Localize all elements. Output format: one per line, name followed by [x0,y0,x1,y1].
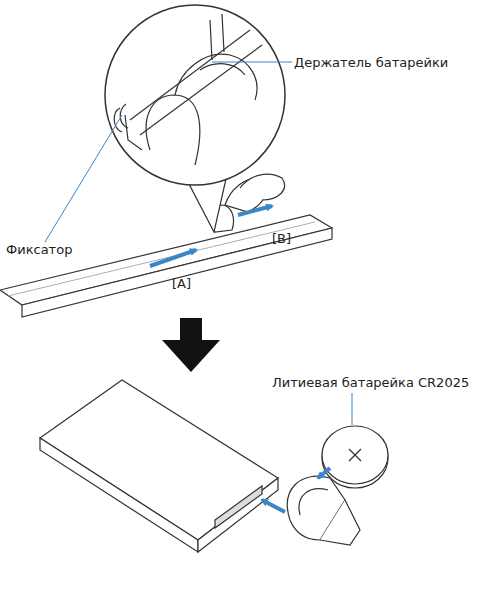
insert-arrow [262,468,330,512]
remote-top [0,215,332,317]
part-label: Держатель батарейки [294,55,448,70]
part-label: Фиксатор [6,242,72,257]
part-label: Литиевая батарейка CR2025 [272,375,469,390]
step-label: [B] [272,231,291,246]
battery [322,426,388,488]
step-label: [A] [172,276,191,291]
step-arrow [162,318,220,372]
motion-arrow [150,206,272,266]
remote-bottom [40,380,278,552]
leader-line [45,62,352,425]
magnified-view [105,5,285,185]
